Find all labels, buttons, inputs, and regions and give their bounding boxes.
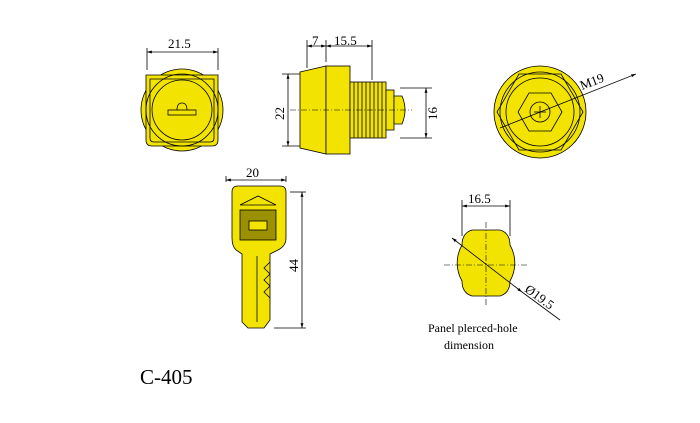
hole-caption-line-2: dimension (444, 338, 494, 352)
hole-width-dimension: 16.5 (468, 191, 491, 206)
side-view: 7 15.5 22 16 (272, 33, 440, 155)
panel-hole-view: 16.5 Ø19.5 Panel plerced-hole dimension (428, 191, 561, 352)
height-dimension: 22 (272, 107, 287, 120)
key-length-dimension: 44 (286, 259, 301, 273)
front-view: 21.5 (140, 36, 224, 152)
hole-caption-line-1: Panel plerced-hole (428, 321, 518, 335)
front-width-dimension: 21.5 (168, 36, 191, 51)
thread-height-dimension: 16 (425, 107, 440, 121)
thread-spec: M19 (578, 70, 606, 93)
key-width-dimension: 20 (246, 165, 259, 180)
rear-view: M19 (493, 65, 637, 159)
flange-dimension: 7 (312, 33, 319, 48)
key-view: 20 44 (225, 165, 306, 329)
model-number: C-405 (140, 365, 193, 389)
hole-diameter-dimension: Ø19.5 (522, 281, 557, 312)
body-length-dimension: 15.5 (334, 33, 357, 48)
